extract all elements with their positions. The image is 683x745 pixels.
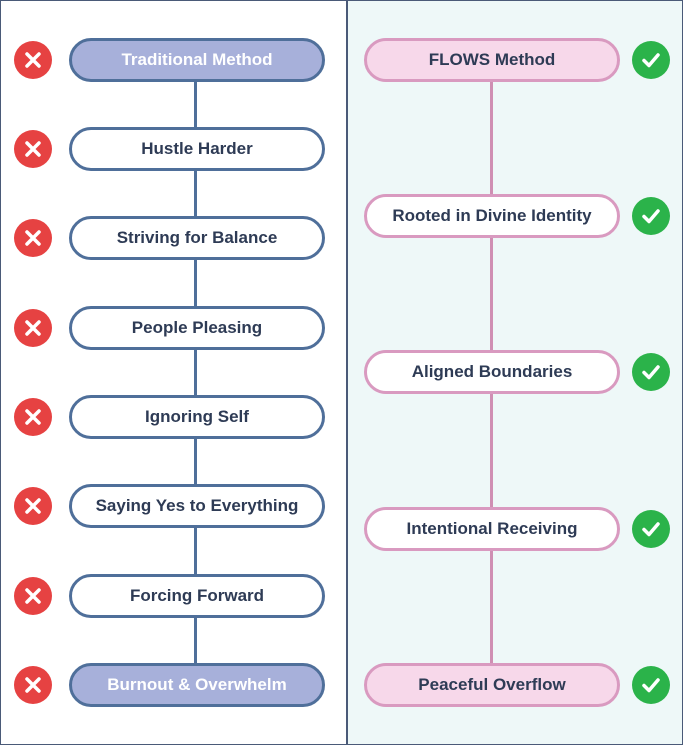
flows-outcome: Peaceful Overflow bbox=[364, 663, 620, 707]
traditional-step: Forcing Forward bbox=[69, 574, 325, 618]
x-icon bbox=[14, 309, 52, 347]
x-icon bbox=[14, 666, 52, 704]
traditional-step: People Pleasing bbox=[69, 306, 325, 350]
flows-step: Rooted in Divine Identity bbox=[364, 194, 620, 238]
x-icon bbox=[14, 577, 52, 615]
x-icon bbox=[14, 219, 52, 257]
traditional-step: Saying Yes to Everything bbox=[69, 484, 325, 528]
check-icon bbox=[632, 197, 670, 235]
traditional-step: Ignoring Self bbox=[69, 395, 325, 439]
flows-title: FLOWS Method bbox=[364, 38, 620, 82]
traditional-outcome: Burnout & Overwhelm bbox=[69, 663, 325, 707]
traditional-panel: Traditional Method Hustle Harder Strivin… bbox=[1, 1, 346, 744]
x-icon bbox=[14, 41, 52, 79]
traditional-connector-line bbox=[194, 61, 197, 686]
traditional-step: Hustle Harder bbox=[69, 127, 325, 171]
flows-step: Aligned Boundaries bbox=[364, 350, 620, 394]
check-icon bbox=[632, 41, 670, 79]
x-icon bbox=[14, 487, 52, 525]
check-icon bbox=[632, 666, 670, 704]
check-icon bbox=[632, 353, 670, 391]
traditional-title: Traditional Method bbox=[69, 38, 325, 82]
flows-step: Intentional Receiving bbox=[364, 507, 620, 551]
x-icon bbox=[14, 398, 52, 436]
traditional-step: Striving for Balance bbox=[69, 216, 325, 260]
x-icon bbox=[14, 130, 52, 168]
check-icon bbox=[632, 510, 670, 548]
